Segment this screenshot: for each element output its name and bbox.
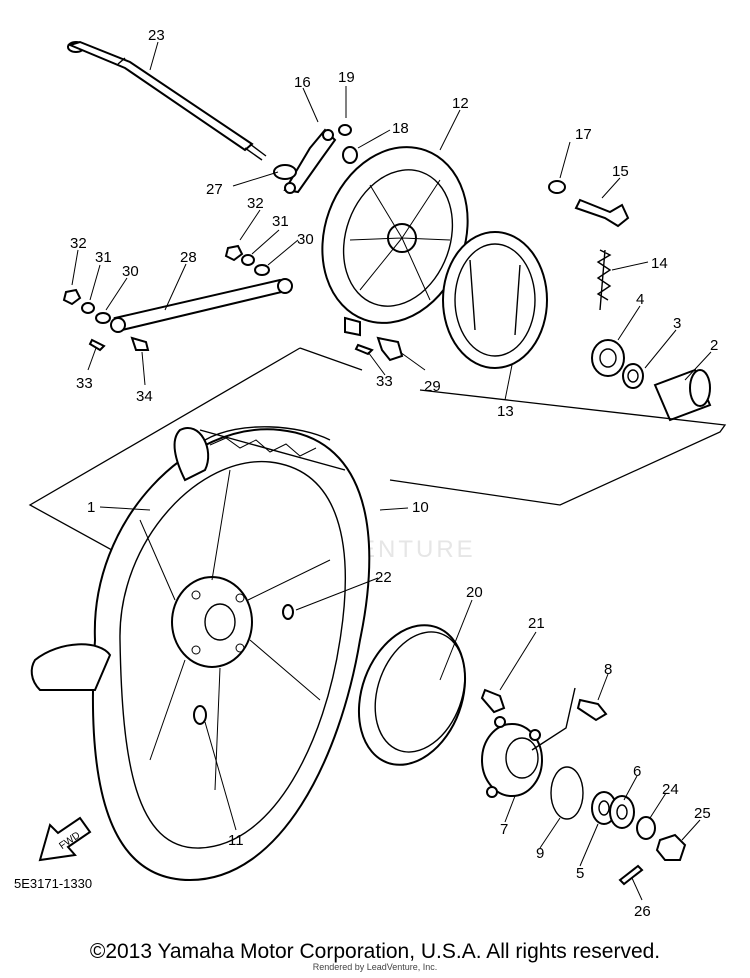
callout-34: 34 — [136, 388, 153, 405]
o-ring-9 — [550, 766, 584, 820]
callout-7: 7 — [500, 821, 508, 838]
callout-1: 1 — [87, 499, 95, 516]
callout-12: 12 — [452, 95, 469, 112]
clutch-hub — [481, 716, 543, 798]
callout-21: 21 — [528, 615, 545, 632]
clip-18 — [342, 146, 358, 164]
bolt-21 — [480, 688, 506, 714]
leader-lines — [71, 41, 712, 901]
callout-20: 20 — [466, 584, 483, 601]
callout-17: 17 — [575, 126, 592, 143]
part-code: 5E3171-1330 — [14, 876, 93, 891]
callout-8: 8 — [604, 661, 612, 678]
wheel-assembly — [30, 426, 371, 882]
callout-4: 4 — [636, 291, 644, 308]
callout-25: 25 — [694, 805, 711, 822]
valve-11 — [193, 705, 207, 725]
washer-17 — [548, 180, 566, 194]
callout-22: 22 — [375, 569, 392, 586]
cotter-pin-33-left — [88, 338, 106, 352]
brake-drum-ring — [357, 624, 467, 766]
callout-29: 29 — [424, 378, 441, 395]
callout-labels: 1 2 3 4 5 6 7 8 9 10 11 12 13 14 15 16 1… — [70, 27, 718, 920]
callout-31-left: 31 — [95, 249, 112, 266]
callout-2: 2 — [710, 337, 718, 354]
spring-14 — [596, 249, 612, 311]
spacer-2 — [653, 368, 712, 422]
reference-line-left — [28, 347, 301, 561]
callout-14: 14 — [651, 255, 668, 272]
callout-5: 5 — [576, 865, 584, 882]
washer-27 — [273, 164, 297, 180]
callout-30-left: 30 — [122, 263, 139, 280]
cotter-pin-33-right — [354, 343, 374, 356]
collar-24 — [636, 816, 656, 840]
rear-axle — [67, 40, 267, 161]
forward-arrow: FWD — [38, 816, 92, 862]
cotter-pin-26 — [618, 864, 644, 886]
bolt-29 — [376, 336, 404, 362]
balance-weight-22 — [282, 604, 294, 620]
callout-27: 27 — [206, 181, 223, 198]
axle-nut-25 — [655, 833, 687, 861]
callout-6: 6 — [633, 763, 641, 780]
callout-3: 3 — [673, 315, 681, 332]
washer-30-upper — [254, 264, 270, 276]
callout-31-upper: 31 — [272, 213, 289, 230]
bolt-19 — [338, 124, 352, 136]
callout-33-left: 33 — [76, 375, 93, 392]
bearing-4 — [591, 339, 625, 377]
callout-30-upper: 30 — [297, 231, 314, 248]
callout-11: 11 — [228, 832, 244, 849]
callout-23: 23 — [148, 27, 165, 44]
washer-31-left — [81, 302, 95, 314]
oil-seal-3 — [622, 363, 644, 389]
rendered-by-note: Rendered by LeadVenture, Inc. — [312, 962, 438, 972]
bearing-6 — [609, 795, 635, 829]
callout-26: 26 — [634, 903, 651, 920]
callout-9: 9 — [536, 845, 544, 862]
callout-33-right: 33 — [376, 373, 393, 390]
brake-arm — [283, 128, 337, 194]
washer-30-left — [95, 312, 111, 324]
callout-32-left: 32 — [70, 235, 87, 252]
bolt-34 — [130, 336, 150, 351]
callout-18: 18 — [392, 120, 409, 137]
camshaft-15 — [574, 198, 630, 228]
callout-15: 15 — [612, 163, 629, 180]
tension-bar — [110, 278, 293, 333]
callout-13: 13 — [497, 403, 514, 420]
reference-line-top — [299, 347, 727, 506]
brake-shoes — [442, 231, 548, 369]
callout-32-upper: 32 — [247, 195, 264, 212]
callout-16: 16 — [294, 74, 311, 91]
bolt-8-guide — [531, 687, 576, 751]
washer-31-upper — [241, 254, 255, 266]
callout-24: 24 — [662, 781, 679, 798]
nut-32-left — [62, 288, 82, 306]
callout-10: 10 — [412, 499, 429, 516]
bolt-8 — [576, 698, 608, 722]
callout-28: 28 — [180, 249, 197, 266]
copyright-notice: ©2013 Yamaha Motor Corporation, U.S.A. A… — [89, 940, 661, 963]
callout-19: 19 — [338, 69, 355, 86]
nut-32-upper — [224, 244, 244, 262]
